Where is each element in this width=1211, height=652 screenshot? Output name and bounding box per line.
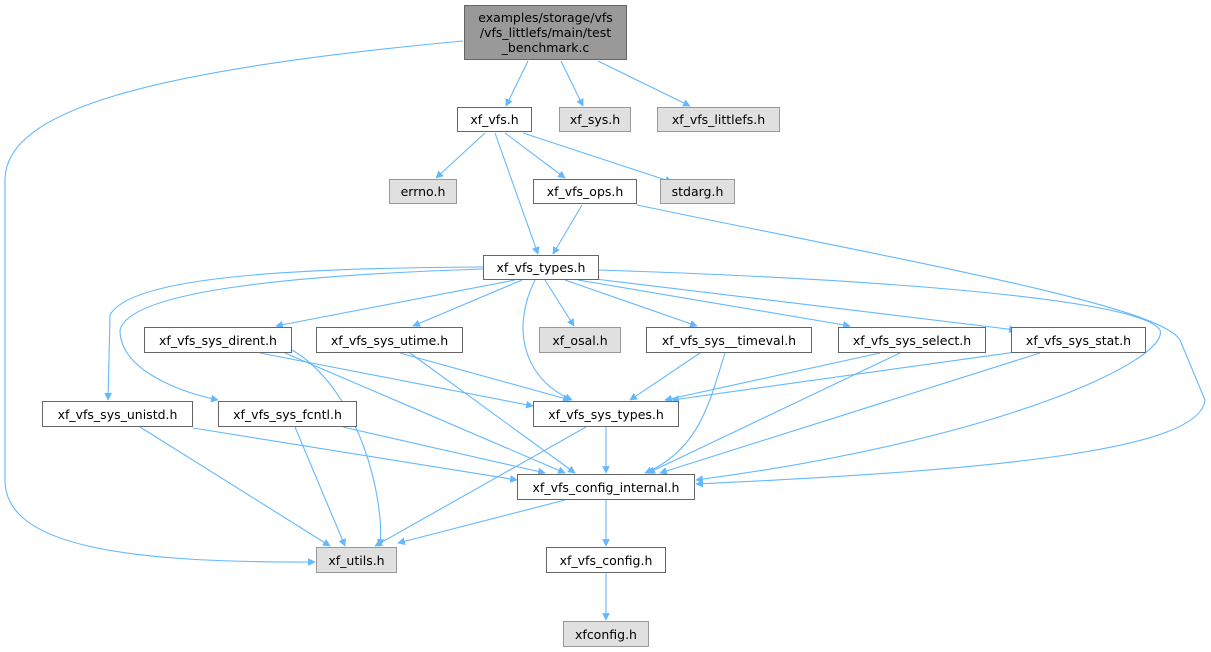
edge-xf_vfs_sys_select_h-to-xf_vfs_config_internal_h [647,352,901,474]
edge-xf_vfs_sys_timeval_h-to-xf_vfs_config_internal_h [644,352,726,474]
node-xf-vfs-sys-timeval-h[interactable]: xf_vfs_sys__timeval.h [646,327,812,353]
node-xf-sys-h[interactable]: xf_sys.h [559,107,631,132]
edge-xf_vfs_sys_stat_h-to-xf_vfs_config_internal_h [659,352,1041,475]
edge-xf_vfs_config_internal_h-to-xf_utils_h [397,499,566,546]
node-xf-vfs-ops-h[interactable]: xf_vfs_ops.h [533,179,637,204]
edge-xf_vfs_types_h-to-xf_vfs_sys_stat_h [594,278,1017,333]
edge-xf_vfs_types_h-to-xf_vfs_sys_timeval_h [564,279,698,328]
node-root-file[interactable]: examples/storage/vfs /vfs_littlefs/main/… [464,5,627,60]
node-xf-vfs-sys-unistd-h[interactable]: xf_vfs_sys_unistd.h [42,401,193,427]
node-xfconfig-h[interactable]: xfconfig.h [563,621,649,647]
edge-root-to-xf_sys_h [560,60,584,107]
edge-xf_vfs_sys_select_h-to-xf_vfs_sys_types_h [664,352,881,403]
node-xf-vfs-h[interactable]: xf_vfs.h [457,107,532,132]
edge-xf_vfs_types_h-to-xf_vfs_sys_fcntl_h [119,268,484,403]
node-xf-utils-h[interactable]: xf_utils.h [316,547,397,573]
node-stdarg-h[interactable]: stdarg.h [660,179,735,204]
node-xf-vfs-sys-dirent-h[interactable]: xf_vfs_sys_dirent.h [144,327,292,353]
edge-xf_vfs_ops_h-to-xf_vfs_types_h [552,204,583,255]
edge-xf_vfs_h-to-xf_vfs_types_h [494,132,540,255]
node-xf-osal-h[interactable]: xf_osal.h [539,327,621,353]
node-xf-vfs-config-internal-h[interactable]: xf_vfs_config_internal.h [517,474,695,500]
edge-xf_vfs_types_h-to-xf_vfs_config_internal_h [598,269,1161,483]
edge-root-to-xf_vfs_h [505,60,529,107]
edge-xf_vfs_h-to-errno_h [435,132,486,179]
edge-xf_vfs_sys_dirent_h-to-xf_vfs_config_internal_h [284,352,566,474]
edge-xf_vfs_sys_fcntl_h-to-xf_utils_h [294,426,346,547]
node-xf-vfs-sys-types-h[interactable]: xf_vfs_sys_types.h [533,401,679,427]
node-xf-vfs-types-h[interactable]: xf_vfs_types.h [483,255,599,280]
edge-xf_vfs_sys_unistd_h-to-xf_utils_h [139,426,331,547]
node-xf-vfs-littlefs-h[interactable]: xf_vfs_littlefs.h [657,107,780,132]
edge-xf_vfs_sys_unistd_h-to-xf_vfs_config_internal_h [192,427,518,483]
node-xf-vfs-sys-utime-h[interactable]: xf_vfs_sys_utime.h [316,327,463,353]
edge-root-to-xf_vfs_littlefs_h [597,60,691,107]
edge-xf_vfs_sys_fcntl_h-to-xf_vfs_config_internal_h [342,426,546,476]
edge-xf_vfs_sys_types_h-to-xf_utils_h [374,426,587,547]
edge-xf_vfs_types_h-to-xf_vfs_sys_types_h [522,279,573,401]
edge-xf_vfs_sys_dirent_h-to-xf_vfs_sys_types_h [259,352,534,409]
edge-xf_vfs_h-to-xf_vfs_ops_h [504,132,566,179]
edge-root-to-xf_utils_h [4,40,464,566]
edge-xf_vfs_sys_utime_h-to-xf_vfs_config_internal_h [409,352,576,474]
edge-xf_vfs_ops_h-to-xf_vfs_config_internal_h [636,204,1206,488]
edge-xf_vfs_types_h-to-xf_vfs_sys_select_h [577,279,851,329]
node-xf-vfs-sys-select-h[interactable]: xf_vfs_sys_select.h [838,327,986,353]
edge-xf_vfs_sys_stat_h-to-xf_vfs_sys_types_h [671,349,1031,403]
node-xf-vfs-sys-fcntl-h[interactable]: xf_vfs_sys_fcntl.h [218,401,357,427]
edge-xf_vfs_sys_dirent_h-to-xf_utils_h [291,349,385,547]
edge-xf_vfs_h-to-stdarg_h [522,132,673,184]
edge-xf_vfs_types_h-to-xf_vfs_sys_dirent_h [275,279,516,329]
edge-xf_vfs_sys_utime_h-to-xf_vfs_sys_types_h [399,352,571,402]
node-errno-h[interactable]: errno.h [389,179,457,204]
edge-xf_vfs_sys_timeval_h-to-xf_vfs_sys_types_h [629,352,701,401]
edge-xf_vfs_types_h-to-xf_vfs_sys_utime_h [412,279,523,327]
node-xf-vfs-sys-stat-h[interactable]: xf_vfs_sys_stat.h [1011,327,1146,353]
node-xf-vfs-config-h[interactable]: xf_vfs_config.h [546,547,666,573]
edge-xf_vfs_types_h-to-xf_osal_h [544,279,575,327]
edge-xf_vfs_types_h-to-xf_vfs_sys_unistd_h [104,266,484,401]
